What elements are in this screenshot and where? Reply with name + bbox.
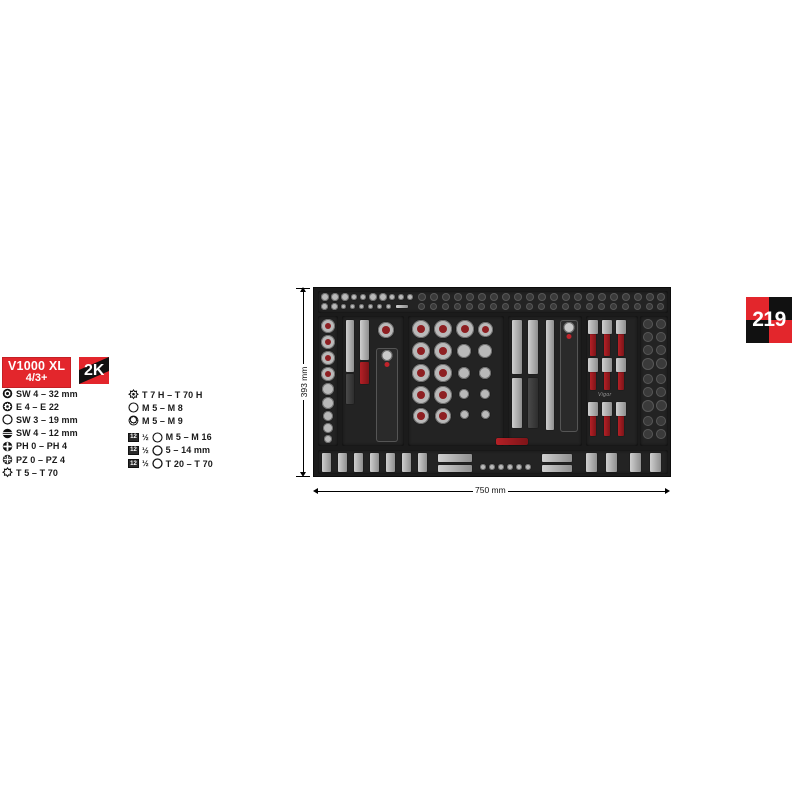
spec-drive-item: 12 ½ M 5 – M 16 [128,431,213,444]
spec-drive-item: 12 ½ T 20 – T 70 [128,457,213,470]
spec-item-label: T 5 – T 70 [16,467,59,478]
spec-item-label: T 7 H – T 70 H [142,389,203,400]
page-badge-quadrant-bottom-right [769,320,792,343]
spec-item: M 5 – M 9 [128,414,213,427]
drive-teeth-badge: 12 [128,459,139,469]
ratchet-release-button [566,334,572,339]
hex-bit-socket-icon [152,445,163,456]
red-grip-tool [360,362,369,384]
spec-item: E 4 – E 22 [2,400,78,413]
extension-bar [346,320,354,372]
dim-arrow-left [313,488,318,494]
spec-item-label: 5 – 14 mm [165,445,211,456]
spec-item-label: SW 3 – 19 mm [16,414,78,425]
drive-size-label: ½ [142,432,149,442]
material-badge-triangle-top [79,357,110,370]
hex-socket-icon [2,388,13,399]
drive-teeth-badge: 12 [128,432,139,442]
bit-socket [528,320,538,374]
phillips-bit-icon [2,441,13,452]
ratchet-tool [376,348,398,442]
torx-tamper-bit-icon [128,389,139,400]
tool-tray-image: Vigor [313,287,671,477]
spec-item-label: SW 4 – 12 mm [16,428,78,439]
ribe-socket-icon [152,432,163,443]
ratchet-head [381,350,393,361]
spec-item: M 5 – M 8 [128,401,213,414]
ribe-bit-icon [128,402,139,413]
material-badge-triangle-bottom [79,371,110,384]
spec-item-label: SW 4 – 32 mm [16,388,78,399]
spec-item: SW 4 – 32 mm [2,387,78,400]
ratchet-head [563,322,575,333]
series-badge: V1000 XL 4/3+ [2,357,72,388]
spline-bit-icon [128,416,139,426]
page-number-label: 219 [752,308,786,331]
spec-drive-item: 12 ½ 5 – 14 mm [128,444,213,457]
pozidriv-bit-icon [2,454,13,465]
series-badge-line2: 4/3+ [25,371,48,384]
spec-item-label: PH 0 – PH 4 [16,441,68,452]
drive-size-label: ½ [142,445,149,455]
ratchet-tool-large [560,320,578,432]
drive-size-label: ½ [142,459,149,469]
bit-socket [512,320,522,374]
page-number-badge: 219 [746,297,792,343]
e-torx-socket-icon [2,402,13,412]
spec-item: PZ 0 – PZ 4 [2,453,78,466]
material-badge: 2K [79,357,110,384]
specification-list-left: SW 4 – 32 mm E 4 – E 22 SW 3 – 19 mm SW … [2,387,78,479]
drive-teeth-badge: 12 [128,445,139,455]
dim-arrow-right [665,488,670,494]
dimension-height-label: 393 mm [298,364,310,400]
spec-item-label: PZ 0 – PZ 4 [16,454,66,465]
ratchet-release-button [384,362,390,367]
socket [378,322,394,338]
page-badge-quadrant-top-left [746,297,769,320]
extension-bar [346,374,354,404]
spec-item-label: M 5 – M 16 [165,432,212,443]
bit-socket [528,378,538,428]
spec-item: PH 0 – PH 4 [2,440,78,453]
long-extension [546,320,554,430]
series-badge-line1: V1000 XL [8,359,66,373]
torx-socket-icon [152,458,163,469]
spec-item: SW 3 – 19 mm [2,413,78,426]
double-hex-bit-icon [2,428,13,438]
spec-item: T 5 – T 70 [2,466,78,479]
dimension-width-label: 750 mm [473,484,508,496]
spec-item: SW 4 – 12 mm [2,427,78,440]
spec-item-label: T 20 – T 70 [165,458,213,469]
badge-row: V1000 XL 4/3+ 2K [2,357,110,388]
spec-item-label: M 5 – M 8 [142,402,183,413]
tool-tray-foam: Vigor [313,287,671,477]
red-handle-tool [496,438,528,445]
dim-arrow-up [300,287,306,292]
spec-item: T 7 H – T 70 H [128,388,213,401]
bit-socket [512,378,522,428]
spec-item-label: M 5 – M 9 [142,415,183,426]
t-handle [360,320,369,360]
spec-item-label: E 4 – E 22 [16,401,60,412]
ring-socket-icon [2,414,13,426]
material-badge-label: 2K [83,361,105,379]
specification-list-right: T 7 H – T 70 H M 5 – M 8 M 5 – M 9 12 ½ … [128,388,213,470]
tray-brand-mark: Vigor [598,392,612,398]
torx-bit-icon [2,467,13,478]
dim-arrow-down [300,472,306,477]
